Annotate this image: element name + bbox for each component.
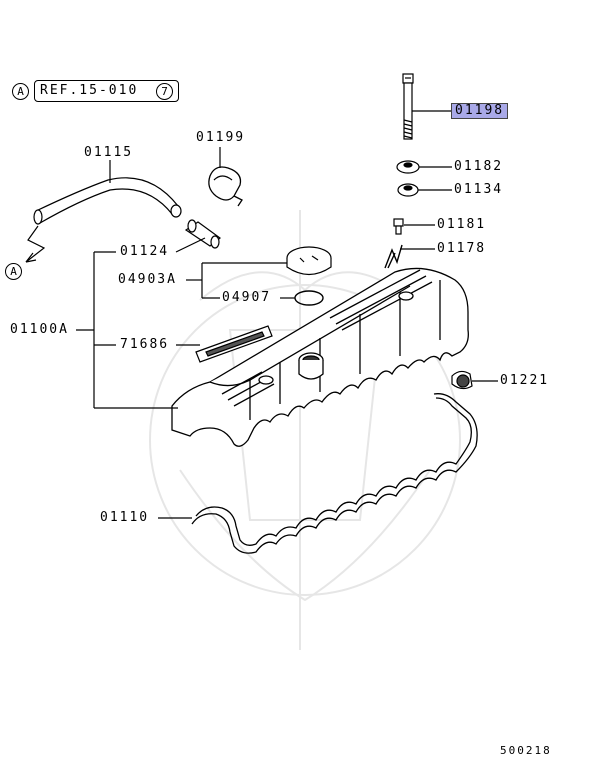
reference-text: REF.15-010 [40,83,139,98]
part-label-01198[interactable]: 01198 [451,103,509,119]
reference-box[interactable] [34,80,179,102]
return-arrow [25,225,46,263]
hose-01115[interactable] [33,177,182,225]
bolt-01181[interactable] [393,218,404,235]
part-label-04907[interactable]: 04907 [222,290,272,305]
washer-01182[interactable] [396,160,420,174]
part-label-01115[interactable]: 01115 [84,145,134,160]
reference-circle-number: 7 [156,83,173,100]
part-label-04903A[interactable]: 04903A [118,272,177,287]
part-label-01178[interactable]: 01178 [437,241,487,256]
clip-01178[interactable] [384,244,403,269]
part-label-01110[interactable]: 01110 [100,510,150,525]
part-label-01134[interactable]: 01134 [454,182,504,197]
leader-04903A [186,262,295,299]
part-label-01221[interactable]: 01221 [500,373,550,388]
fitting-01124[interactable] [184,219,221,249]
hose-clamp-01199[interactable] [208,166,243,207]
part-label-01182[interactable]: 01182 [454,159,504,174]
part-label-01199[interactable]: 01199 [196,130,246,145]
oil-cap-04903A[interactable] [286,246,332,276]
reference-circle-a[interactable]: A [12,83,29,100]
gasket-01110[interactable] [191,393,478,554]
figure-code: 500218 [500,744,552,757]
leader-01100A [76,251,200,409]
part-label-71686[interactable]: 71686 [120,337,170,352]
valve-cover-01100A[interactable] [171,267,469,447]
plug-01221[interactable] [451,370,473,390]
part-label-01100A[interactable]: 01100A [10,322,69,337]
grommet-01134[interactable] [397,183,419,197]
return-marker-a[interactable]: A [5,263,22,280]
watermark-emblem [149,210,461,650]
part-label-01181[interactable]: 01181 [437,217,487,232]
part-label-01124[interactable]: 01124 [120,244,170,259]
label-plate-71686[interactable] [195,325,273,363]
bolt-01198[interactable] [402,73,414,140]
